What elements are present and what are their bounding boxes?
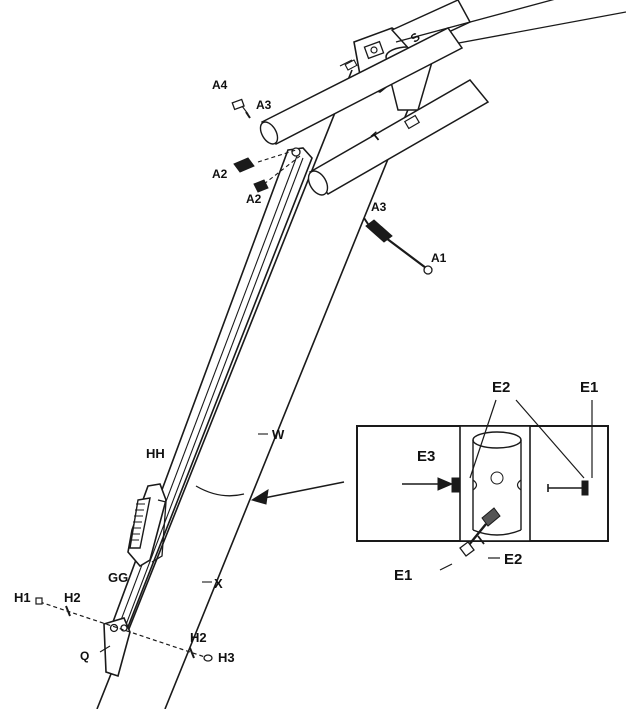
label-a3-right: A3 bbox=[371, 200, 387, 214]
bolt-h-axis bbox=[35, 597, 213, 662]
label-e1-bottom: E1 bbox=[394, 567, 412, 584]
label-gg: GG bbox=[108, 570, 128, 585]
label-h1: H1 bbox=[14, 590, 31, 605]
part-labels: A4 A3 A2 A2 A3 A1 W HH GG X H1 H2 Q H2 H… bbox=[14, 78, 598, 665]
handle-grip bbox=[127, 483, 167, 568]
label-h2-right: H2 bbox=[190, 630, 207, 645]
bottom-clamp bbox=[103, 617, 131, 678]
label-a2-upper: A2 bbox=[212, 167, 228, 181]
label-a3-top: A3 bbox=[256, 98, 272, 112]
label-e2-bottom: E2 bbox=[504, 551, 522, 568]
label-a2-lower: A2 bbox=[246, 192, 262, 206]
label-a1: A1 bbox=[431, 251, 447, 265]
label-e3: E3 bbox=[417, 448, 435, 465]
label-q: Q bbox=[80, 649, 89, 663]
pointer-arrow bbox=[250, 481, 345, 505]
strut-s: S bbox=[390, 0, 626, 53]
label-w: W bbox=[272, 427, 285, 442]
label-x: X bbox=[214, 576, 223, 591]
label-h3: H3 bbox=[218, 650, 235, 665]
label-a4: A4 bbox=[212, 78, 228, 92]
lower-arm-t: T bbox=[307, 79, 490, 196]
upper-arm bbox=[259, 27, 464, 145]
inset-detail bbox=[356, 399, 609, 571]
leader-lines bbox=[99, 105, 268, 653]
label-e2-top: E2 bbox=[492, 379, 510, 396]
label-e1-top: E1 bbox=[580, 379, 598, 396]
label-hh: HH bbox=[146, 446, 165, 461]
label-h2-left: H2 bbox=[64, 590, 81, 605]
fasteners-a bbox=[231, 98, 433, 275]
